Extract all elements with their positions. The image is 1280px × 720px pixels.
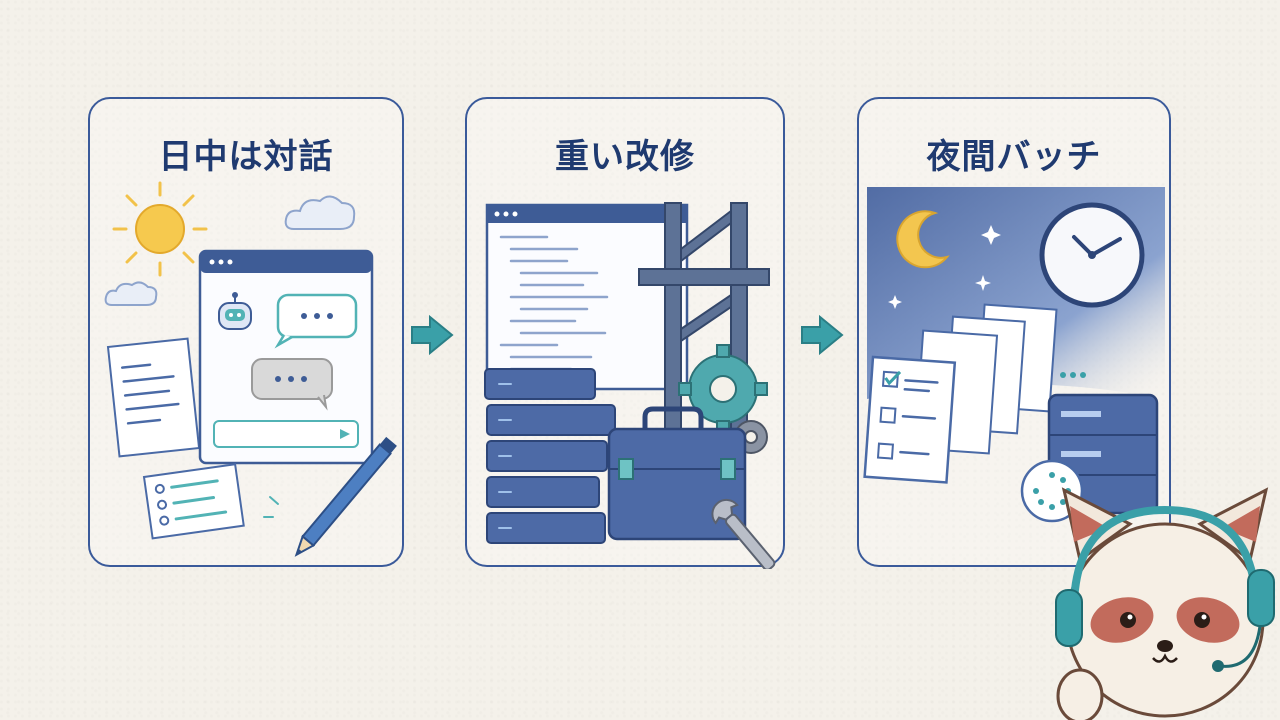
speech-bubble-icon [278, 295, 356, 345]
panel-daytime-chat: 日中は対話 [88, 97, 404, 567]
chat-window-icon [200, 251, 372, 463]
arrow-right-icon [408, 313, 456, 357]
clock-icon [1042, 205, 1142, 305]
gear-icon [679, 345, 767, 433]
document-icon [108, 339, 199, 457]
daytime-illustration [90, 99, 406, 569]
panel-heavy-refactor: 重い改修 [465, 97, 785, 567]
document-icon [144, 464, 244, 538]
sun-icon [114, 183, 206, 275]
speech-bubble-icon [252, 359, 332, 407]
code-editor-icon [487, 205, 687, 389]
mascot-icon [1050, 470, 1280, 720]
cloud-icon [286, 196, 355, 229]
cloud-icon [106, 282, 157, 305]
arrow-right-icon [798, 313, 846, 357]
checklist-icon [865, 357, 955, 482]
refactor-illustration [467, 99, 787, 569]
